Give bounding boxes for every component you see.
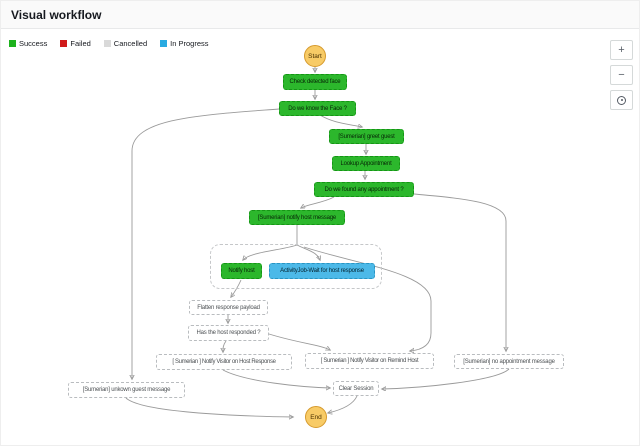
legend-item-cancelled: Cancelled bbox=[103, 39, 148, 48]
node-flatten-response-payload[interactable]: Flatten response payload bbox=[189, 300, 268, 315]
page-title: Visual workflow bbox=[11, 7, 102, 22]
node-has-the-host-responded[interactable]: Has the host responded ? bbox=[188, 325, 269, 341]
edge-hostresponse-clearsession bbox=[222, 369, 330, 388]
legend-item-in-progress: In Progress bbox=[160, 39, 209, 48]
node-sumerian-greet-guest[interactable]: [Sumerian] greet guest bbox=[329, 129, 404, 144]
legend-item-failed: Failed bbox=[60, 39, 91, 48]
plus-icon: + bbox=[618, 43, 625, 56]
cancelled-swatch-icon bbox=[103, 40, 111, 47]
edge-branch-wait bbox=[296, 244, 320, 260]
minus-icon: − bbox=[618, 68, 625, 81]
legend-item-success: Success bbox=[9, 39, 47, 48]
node-notify-visitor-on-remind-host[interactable]: [ Sumerian ] Notify Visitor on Remind Ho… bbox=[305, 353, 434, 369]
legend-label: In Progress bbox=[170, 39, 209, 48]
node-do-we-found-any-appointment[interactable]: Do we found any appointment ? bbox=[314, 182, 414, 197]
zoom-out-button[interactable]: − bbox=[610, 65, 633, 85]
edge-found-notifymsg bbox=[301, 196, 335, 208]
edge-responded-hostresponse bbox=[223, 340, 227, 352]
edge-unknown-end bbox=[125, 397, 293, 417]
edge-know-greet bbox=[319, 114, 362, 127]
edge-clearsession-end bbox=[328, 395, 358, 413]
edge-branch-notifyhost bbox=[243, 244, 298, 260]
edge-know-unknown bbox=[132, 108, 280, 379]
parallel-branch-container bbox=[210, 244, 382, 289]
node-do-we-know-the-face[interactable]: Do we know the Face ? bbox=[279, 101, 356, 116]
edge-parallel-flatten bbox=[231, 279, 242, 297]
edge-found-noappt bbox=[413, 193, 506, 351]
status-legend: Success Failed Cancelled In Progress bbox=[9, 39, 209, 48]
panel-header: Visual workflow bbox=[1, 1, 639, 29]
node-check-detected-face[interactable]: Check detected face bbox=[283, 74, 347, 90]
node-lookup-appointment[interactable]: Lookup Appointment bbox=[332, 156, 400, 171]
target-icon bbox=[617, 95, 626, 105]
node-clear-session[interactable]: Clear Session bbox=[333, 381, 379, 396]
legend-label: Failed bbox=[70, 39, 91, 48]
legend-label: Cancelled bbox=[113, 39, 148, 48]
edge-responded-remindhost bbox=[268, 333, 330, 350]
node-start[interactable]: Start bbox=[304, 45, 326, 67]
node-notify-visitor-on-host-response[interactable]: [ Sumerian ] Notify Visitor on Host Resp… bbox=[156, 354, 292, 370]
in-progress-swatch-icon bbox=[160, 40, 168, 47]
success-swatch-icon bbox=[9, 40, 16, 47]
center-view-button[interactable] bbox=[610, 90, 633, 110]
failed-swatch-icon bbox=[60, 40, 68, 47]
zoom-in-button[interactable]: + bbox=[610, 40, 633, 60]
legend-label: Success bbox=[19, 39, 48, 48]
node-notify-host[interactable]: Notify host bbox=[221, 263, 262, 279]
zoom-controls: + − bbox=[610, 40, 633, 110]
edge-noappt-clearsession bbox=[382, 368, 510, 389]
node-activityjob-wait-host-response[interactable]: ActivityJob-Wait for host response bbox=[269, 263, 375, 279]
node-sumerian-notify-host-message[interactable]: [Sumerian] notify host message bbox=[249, 210, 345, 225]
node-end[interactable]: End bbox=[305, 406, 327, 428]
node-unkown-guest-message[interactable]: [Sumerian] unkown guest message bbox=[68, 382, 185, 398]
node-no-appointment-message[interactable]: [Sumerian] no appointment message bbox=[454, 354, 564, 369]
edge-wait-remindhost-loop bbox=[303, 246, 432, 351]
